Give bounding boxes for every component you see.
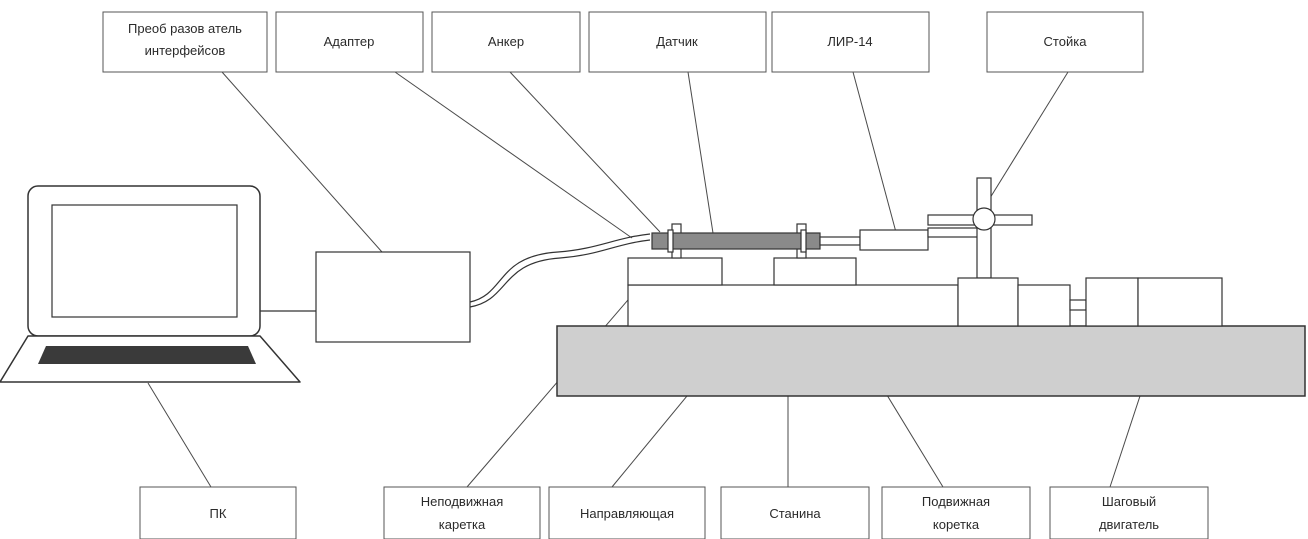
bed-frame	[556, 325, 1306, 397]
motor-coupling-left	[1017, 284, 1071, 327]
bottom-labels: ПК Неподвижная каретка Направляющая Стан…	[139, 486, 1209, 539]
leader-sensor	[687, 71, 714, 234]
leader-lir	[852, 71, 898, 237]
stepper-motor-body	[1137, 277, 1223, 327]
label-moving-carriage-line2: коретка	[933, 517, 980, 532]
leader-converter	[221, 71, 383, 253]
top-labels: Преоб разов атель интерфейсов Адаптер Ан…	[102, 11, 1144, 73]
label-fixed-carriage: Неподвижная каретка	[383, 486, 541, 539]
label-interface-converter-line2: интерфейсов	[145, 43, 226, 58]
label-moving-carriage-line1: Подвижная	[922, 494, 990, 509]
sensor-collar-left	[667, 229, 674, 253]
label-lir14: ЛИР-14	[771, 11, 930, 73]
label-lir14-text: ЛИР-14	[827, 34, 872, 49]
sensor-collar-right	[800, 229, 807, 253]
label-moving-carriage: Подвижная коретка	[881, 486, 1031, 539]
laptop-icon	[0, 185, 301, 383]
label-sensor-text: Датчик	[656, 34, 698, 49]
label-stand-text: Стойка	[1044, 34, 1088, 49]
leader-anchor	[509, 71, 661, 233]
label-anchor-text: Анкер	[488, 34, 524, 49]
label-stand: Стойка	[986, 11, 1144, 73]
label-adapter-text: Адаптер	[324, 34, 375, 49]
interface-converter-unit	[315, 251, 471, 343]
fixed-carriage	[627, 257, 723, 286]
motor-shaft	[1069, 299, 1087, 311]
stand-base	[957, 277, 1019, 327]
label-pc-text: ПК	[210, 506, 227, 521]
label-bed: Станина	[720, 486, 870, 539]
leader-pc	[147, 382, 212, 488]
label-pc: ПК	[139, 486, 297, 539]
sensor-cable	[469, 233, 651, 308]
moving-carriage	[773, 257, 857, 286]
sensor-probe-rod	[819, 236, 861, 246]
label-stepper-motor: Шаговый двигатель	[1049, 486, 1209, 539]
stepper-motor-front	[1085, 277, 1139, 327]
label-fixed-carriage-line2: каретка	[439, 517, 486, 532]
label-guide-text: Направляющая	[580, 506, 674, 521]
leader-stand	[989, 71, 1069, 199]
label-stepper-motor-line1: Шаговый	[1102, 494, 1156, 509]
label-sensor: Датчик	[588, 11, 767, 73]
label-guide: Направляющая	[548, 486, 706, 539]
stand-clamp	[972, 207, 996, 231]
label-interface-converter: Преоб разов атель интерфейсов	[102, 11, 268, 73]
label-adapter: Адаптер	[275, 11, 424, 73]
lir14-arm	[927, 227, 983, 238]
label-interface-converter-line1: Преоб разов атель	[128, 21, 242, 36]
lir14-unit	[859, 229, 929, 251]
leader-adapter	[394, 71, 633, 239]
label-anchor: Анкер	[431, 11, 581, 73]
sensor-body	[651, 232, 821, 250]
guide-rail	[627, 284, 959, 327]
label-bed-text: Станина	[769, 506, 821, 521]
keyboard-icon	[38, 346, 256, 364]
label-fixed-carriage-line1: Неподвижная	[421, 494, 504, 509]
label-stepper-motor-line2: двигатель	[1099, 517, 1159, 532]
